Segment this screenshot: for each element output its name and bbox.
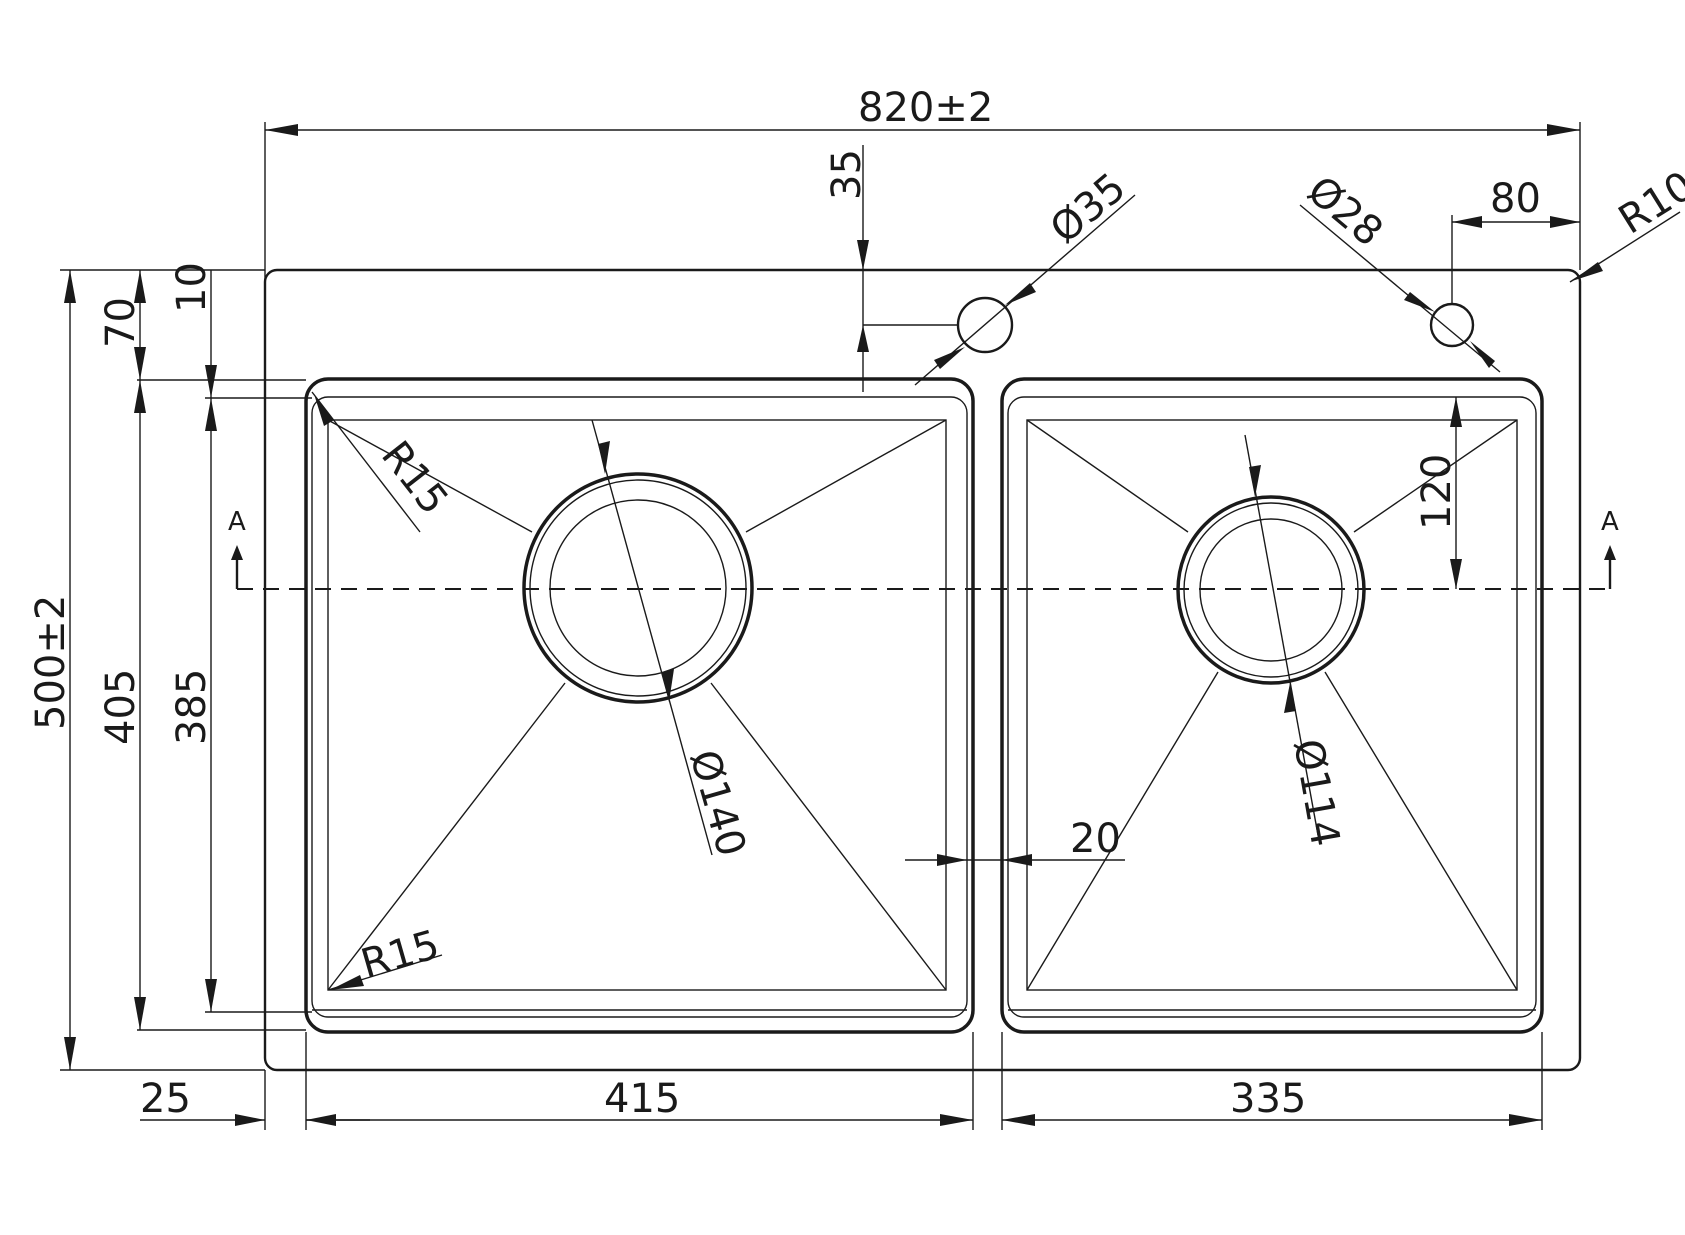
arrowhead	[235, 1114, 265, 1126]
arrowhead	[1547, 124, 1580, 136]
dim-tap-offset: 35	[824, 149, 870, 200]
dim-front-depth-10: 10	[169, 262, 215, 313]
dim-drain-offset: 120	[1414, 454, 1460, 530]
arrowhead	[64, 1037, 76, 1070]
deck-outline	[263, 268, 1582, 1072]
section-label-left: A	[228, 507, 246, 537]
arrowhead	[1404, 292, 1435, 312]
dim-inner-depth-385: 385	[169, 669, 215, 745]
section-arrow-right	[1604, 545, 1616, 560]
arrowhead	[1284, 683, 1296, 713]
left-bowl-rim	[311, 396, 968, 1018]
dim-left-corner-radius-bottom: R15	[356, 922, 444, 988]
section-label-right: A	[1601, 507, 1619, 537]
arrowhead	[265, 124, 298, 136]
arrowhead	[1002, 854, 1032, 866]
dim-inner-depth-405: 405	[98, 669, 144, 745]
arrowhead	[1002, 1114, 1035, 1126]
dim-divider-width: 20	[1070, 816, 1121, 862]
leader-line-28	[1299, 204, 1501, 373]
arrowhead	[134, 347, 146, 380]
dim-left-margin: 25	[140, 1076, 191, 1122]
right-bowl-outer	[1000, 377, 1544, 1034]
left-bowl-floor	[327, 419, 947, 991]
dim-right-bowl-width: 335	[1230, 1076, 1306, 1122]
arrowhead	[940, 1114, 973, 1126]
right-slope-line	[1026, 419, 1189, 533]
dim-left-bowl-width: 415	[604, 1076, 680, 1122]
dim-left-corner-radius-top: R15	[372, 433, 457, 523]
right-slope-line	[1353, 419, 1518, 533]
dim-tap-hole-dia: Ø35	[1042, 164, 1135, 252]
arrowhead	[1452, 216, 1482, 228]
arrowhead	[934, 347, 965, 369]
arrowhead	[64, 270, 76, 303]
right-bowl-floor	[1026, 419, 1518, 991]
dim-deck-corner-radius: R10	[1611, 163, 1685, 244]
arrowhead	[205, 365, 217, 398]
arrowhead	[598, 441, 610, 474]
arrowhead	[1450, 397, 1462, 427]
right-slope-line	[1026, 671, 1219, 991]
dim-second-hole-offset: 80	[1490, 176, 1541, 222]
left-slope-line	[710, 682, 947, 991]
arrowhead	[330, 975, 364, 990]
right-bowl-rim	[1007, 396, 1537, 1018]
arrowhead	[134, 997, 146, 1030]
dim-right-drain-dia: Ø114	[1284, 736, 1348, 850]
left-slope-line	[327, 419, 533, 533]
left-slope-line	[327, 682, 566, 991]
arrowhead	[857, 240, 869, 270]
arrowhead	[134, 270, 146, 303]
arrowhead	[857, 325, 869, 352]
arrowhead	[314, 394, 334, 426]
left-bowl-outer	[304, 377, 975, 1034]
dim-front-depth-70: 70	[98, 297, 144, 348]
arrowhead	[1509, 1114, 1542, 1126]
left-slope-line	[745, 419, 947, 533]
leader-line-114	[1244, 434, 1319, 836]
section-arrow-left	[231, 545, 243, 560]
dim-left-drain-dia: Ø140	[680, 745, 754, 861]
tap-hole-28	[1429, 302, 1475, 348]
right-slope-line	[1324, 671, 1518, 991]
dim-overall-width: 820±2	[858, 85, 993, 131]
arrowhead	[205, 979, 217, 1012]
arrowhead	[1572, 262, 1603, 281]
leader-line-140	[591, 419, 713, 856]
arrowhead	[205, 398, 217, 431]
arrowhead	[937, 854, 967, 866]
dim-overall-depth: 500±2	[28, 595, 74, 730]
arrowhead	[1550, 216, 1580, 228]
arrowhead	[662, 669, 674, 702]
right-drain-inner	[1199, 518, 1343, 662]
arrowhead	[1249, 465, 1261, 497]
arrowhead	[1005, 283, 1036, 305]
arrowhead	[1450, 559, 1462, 589]
arrowhead	[1470, 341, 1495, 368]
arrowhead	[134, 380, 146, 413]
